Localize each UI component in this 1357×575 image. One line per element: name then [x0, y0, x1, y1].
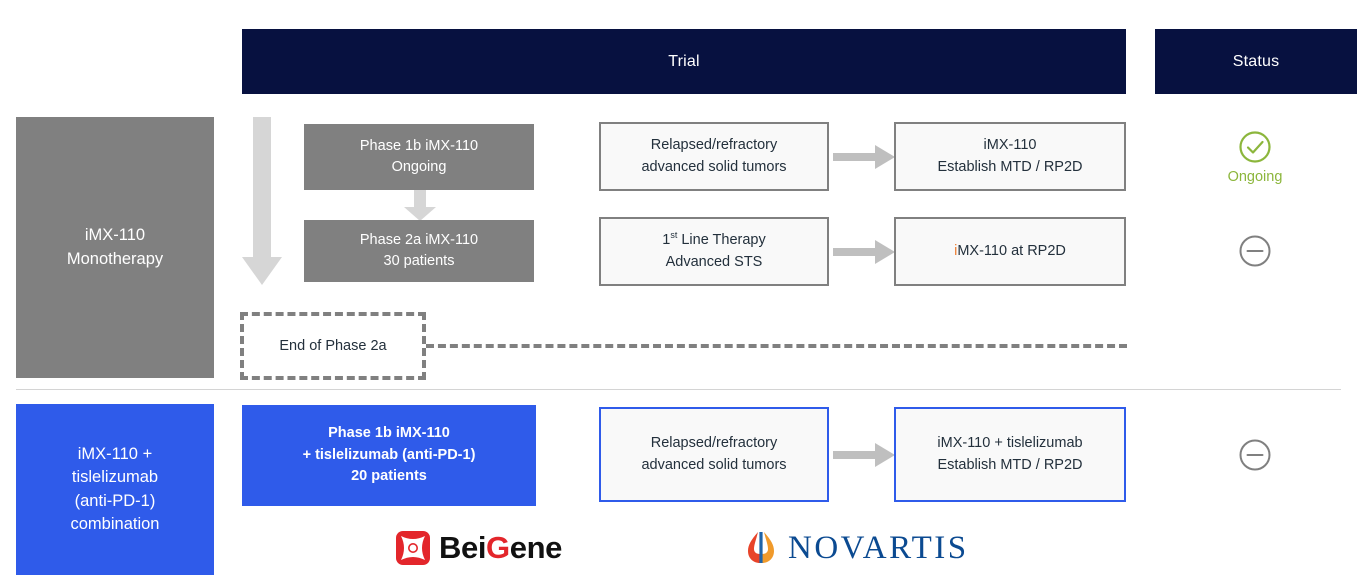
- trial-column-header: Trial: [242, 29, 1126, 94]
- status-cell-not-started-1: [1205, 228, 1305, 274]
- novartis-wordmark: NOVARTIS: [788, 529, 969, 566]
- trial-flow-arrow-icon: [833, 145, 895, 169]
- phase-line-2: Ongoing: [391, 159, 447, 175]
- program-band-monotherapy: iMX-110 Monotherapy: [16, 117, 214, 378]
- trial-flow-arrow-icon: [833, 443, 895, 467]
- program-label-line-4: combination: [70, 514, 160, 533]
- trial-header-label: Trial: [668, 52, 700, 70]
- trial-objective-box-3[interactable]: iMX-110 + tislelizumab Establish MTD / R…: [894, 407, 1126, 502]
- trial-population-box-2[interactable]: 1st Line Therapy Advanced STS: [599, 217, 829, 286]
- phase-line-1: Phase 1b iMX-110: [359, 137, 479, 154]
- milestone-end-of-phase-2a: End of Phase 2a: [240, 312, 426, 380]
- population-line-2: Advanced STS: [665, 253, 763, 270]
- status-label: Ongoing: [1227, 168, 1283, 185]
- beigene-wordmark: BeiGene: [439, 530, 562, 565]
- minus-circle-icon: [1239, 439, 1271, 471]
- phase-line-3: 20 patients: [351, 468, 427, 485]
- phase-transition-arrow-icon: [404, 190, 436, 221]
- novartis-mark-icon: [748, 532, 774, 563]
- beigene-mark-icon: [396, 531, 430, 565]
- phase-box-1b-combo[interactable]: Phase 1b iMX-110 + tislelizumab (anti-PD…: [242, 405, 536, 506]
- objective-line-1: iMX-110: [983, 136, 1037, 153]
- phase-line-1: Phase 2a iMX-110: [359, 231, 479, 248]
- population-line-1: Relapsed/refractory: [650, 434, 778, 451]
- program-label-line-2: Monotherapy: [66, 249, 164, 268]
- population-line-2: advanced solid tumors: [641, 158, 787, 175]
- partner-logo-beigene: BeiGene: [396, 527, 562, 569]
- milestone-dashed-connector: [426, 344, 1127, 348]
- milestone-label: End of Phase 2a: [279, 338, 387, 354]
- population-line-1: Relapsed/refractory: [650, 136, 778, 153]
- row-divider: [16, 389, 1341, 390]
- program-band-combination: iMX-110 + tislelizumab (anti-PD-1) combi…: [16, 404, 214, 575]
- objective-line-2: Establish MTD / RP2D: [937, 456, 1083, 473]
- objective-line-2: Establish MTD / RP2D: [937, 158, 1083, 175]
- program-label-line-1: iMX-110: [84, 226, 146, 245]
- phase-box-2a-mono[interactable]: Phase 2a iMX-110 30 patients: [304, 220, 534, 282]
- trial-flow-arrow-icon: [833, 240, 895, 264]
- program-label-line-3: (anti-PD-1): [74, 491, 156, 510]
- status-header-label: Status: [1232, 52, 1280, 70]
- trial-objective-box-2[interactable]: iMX-110 at RP2D: [894, 217, 1126, 286]
- program-label-line-1: iMX-110 +: [77, 444, 153, 463]
- objective-line-1: iMX-110 + tislelizumab: [937, 434, 1083, 451]
- phase-line-2: + tislelizumab (anti-PD-1): [302, 446, 476, 463]
- objective-line-1: iMX-110 at RP2D: [954, 242, 1066, 259]
- population-line-1: 1st Line Therapy: [662, 229, 766, 248]
- phase-line-2: 30 patients: [383, 253, 455, 269]
- status-cell-ongoing: Ongoing: [1205, 120, 1305, 194]
- program-label-line-2: tislelizumab: [71, 468, 159, 487]
- trial-objective-box-1[interactable]: iMX-110 Establish MTD / RP2D: [894, 122, 1126, 191]
- phase-line-1: Phase 1b iMX-110: [328, 424, 450, 441]
- trial-population-box-3[interactable]: Relapsed/refractory advanced solid tumor…: [599, 407, 829, 502]
- status-cell-not-started-2: [1205, 432, 1305, 478]
- partner-logo-novartis: NOVARTIS: [745, 527, 969, 569]
- check-circle-icon: [1239, 130, 1271, 163]
- population-line-2: advanced solid tumors: [641, 456, 787, 473]
- status-column-header: Status: [1155, 29, 1357, 94]
- program-progression-arrow-icon: [242, 117, 282, 285]
- phase-box-1b-mono[interactable]: Phase 1b iMX-110 Ongoing: [304, 124, 534, 190]
- trial-population-box-1[interactable]: Relapsed/refractory advanced solid tumor…: [599, 122, 829, 191]
- minus-circle-icon: [1239, 235, 1271, 267]
